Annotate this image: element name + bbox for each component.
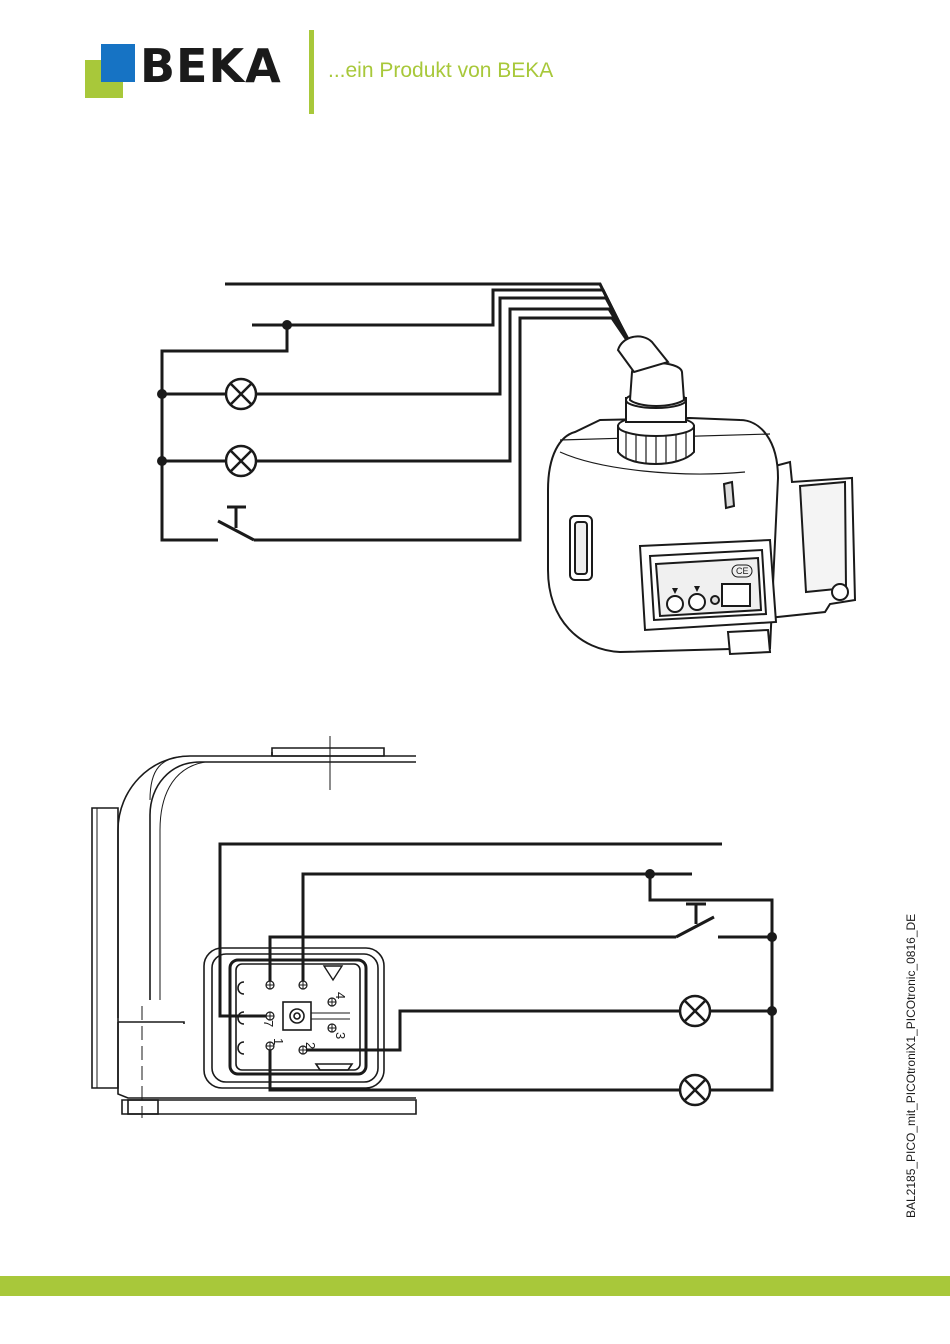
- lamp-top-2: [226, 446, 256, 476]
- lamp-bottom-2: [680, 1075, 710, 1105]
- panel-display: [722, 584, 750, 606]
- junction-top-3: [157, 456, 167, 466]
- pin-symbol-e: [266, 1012, 274, 1020]
- junction-bottom-3: [767, 1006, 777, 1016]
- wire-bottom-supply-2: [303, 874, 692, 981]
- wire-bottom-lamp-1: [306, 1011, 680, 1050]
- pin-label-7: 7: [261, 1020, 276, 1027]
- panel-knob-2: [689, 594, 705, 610]
- lamp-bottom-1: [680, 996, 710, 1026]
- pin-label-3: 3: [333, 1032, 348, 1039]
- junction-top-1: [282, 320, 292, 330]
- wire-bottom-supply-1: [220, 844, 722, 1016]
- pin-symbol-b: [299, 981, 307, 989]
- connector-housing-drawing: [92, 736, 416, 1118]
- connector-left-housing: [92, 808, 118, 1088]
- lamp-top-1: [226, 379, 256, 409]
- pin-symbol-d: [328, 1024, 336, 1032]
- panel-knob-1: [667, 596, 683, 612]
- pin-label-2: 2: [303, 1042, 318, 1049]
- connector-ground-pin: [283, 1002, 311, 1030]
- pin-label-1: 1: [271, 1038, 286, 1045]
- ce-mark: CE: [736, 566, 749, 576]
- junction-top-2: [157, 389, 167, 399]
- junction-bottom-1: [645, 869, 655, 879]
- panel-led: [711, 596, 719, 604]
- wire-bottom-junction-drop: [650, 874, 772, 1090]
- pin-symbol-a: [266, 981, 274, 989]
- bracket-screw: [832, 584, 848, 600]
- junction-bottom-2: [767, 932, 777, 942]
- footer-bar: [0, 1276, 950, 1296]
- connector-elbow-outer: [118, 756, 416, 1018]
- document-code: BAL2185_PICO_mit_PICOtroniX1_PICOtronic_…: [904, 914, 918, 1218]
- wire-top-common: [162, 325, 287, 540]
- wire-top-lamp-1-return: [256, 298, 636, 394]
- pin-label-4: 4: [333, 992, 348, 999]
- pressure-switch-device: CE: [548, 336, 855, 654]
